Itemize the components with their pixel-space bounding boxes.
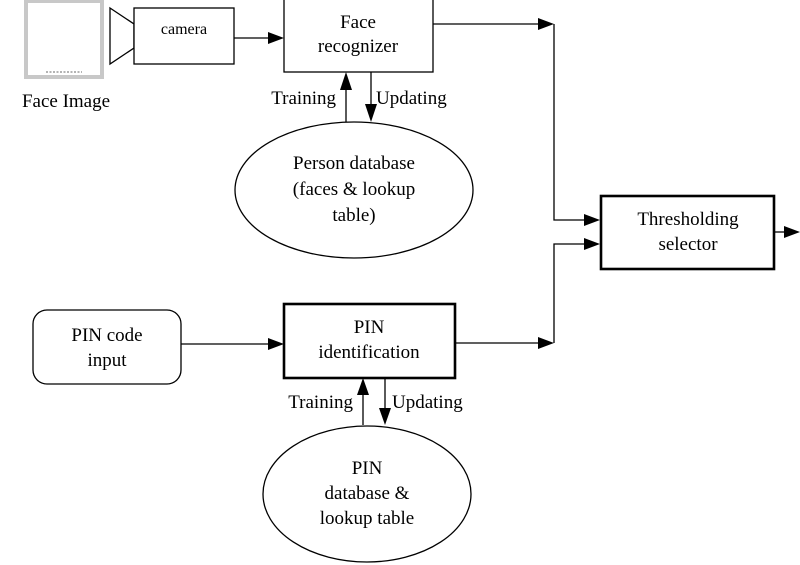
face-recognizer-box xyxy=(283,0,434,73)
pin-code-input-line2: input xyxy=(87,350,127,371)
recognizer-training-arrowhead xyxy=(340,72,352,90)
face-recognizer: Face recognizer xyxy=(283,0,434,73)
pin-database-line1: PIN xyxy=(352,458,383,479)
pin-updating-label: Updating xyxy=(392,392,463,413)
identification-to-threshold-line xyxy=(553,243,584,343)
identification-output-arrowhead xyxy=(538,337,554,349)
pin-database-ellipse xyxy=(262,425,472,563)
identification-to-threshold-arrowhead xyxy=(584,238,600,250)
pin-identification-box xyxy=(282,302,457,380)
person-database-line3: table) xyxy=(332,205,375,226)
person-database-line2: (faces & lookup xyxy=(293,179,415,200)
thresholding-selector-box xyxy=(599,194,776,271)
camera-body xyxy=(133,7,235,65)
pin-identification: PIN identification xyxy=(282,302,457,380)
pin-training-arrowhead xyxy=(357,378,369,395)
pin-database: PIN database & lookup table xyxy=(262,425,472,563)
face-recognizer-line1: Face xyxy=(340,12,376,33)
pin-updating-arrowhead xyxy=(379,408,391,425)
person-database-line1: Person database xyxy=(293,153,415,174)
thresholding-selector-line1: Thresholding xyxy=(637,209,739,230)
pin-code-input: PIN code input xyxy=(32,309,182,385)
person-database: Person database (faces & lookup table) xyxy=(234,121,474,259)
recognizer-updating-arrowhead xyxy=(365,104,377,122)
person-database-ellipse xyxy=(234,121,474,259)
face-image: Face Image xyxy=(22,0,110,112)
threshold-output-arrowhead xyxy=(784,226,800,238)
pin-training-label: Training xyxy=(288,392,353,413)
face-image-frame xyxy=(24,0,104,79)
thresholding-selector: Thresholding selector xyxy=(599,194,776,271)
pin-database-line2: database & xyxy=(325,483,410,504)
pin-code-input-line1: PIN code xyxy=(71,325,142,346)
recognizer-updating-label: Updating xyxy=(376,88,447,109)
camera-label: camera xyxy=(161,21,207,38)
thresholding-selector-line2: selector xyxy=(658,234,718,255)
pin-identification-line2: identification xyxy=(318,342,420,363)
camera: camera xyxy=(109,6,235,66)
input-to-identification-arrowhead xyxy=(268,338,284,350)
recognizer-output-arrowhead xyxy=(538,18,554,30)
recognizer-to-threshold-line xyxy=(553,24,584,221)
face-image-caption: Face Image xyxy=(22,91,110,112)
camera-lens-icon xyxy=(109,6,135,66)
face-recognizer-line2: recognizer xyxy=(318,36,399,57)
pin-identification-line1: PIN xyxy=(354,317,385,338)
pin-database-line3: lookup table xyxy=(320,508,414,529)
recognizer-training-label: Training xyxy=(271,88,336,109)
pin-code-input-box xyxy=(32,309,182,385)
recognizer-to-threshold-arrowhead xyxy=(584,214,600,226)
camera-to-recognizer-arrowhead xyxy=(268,32,284,44)
